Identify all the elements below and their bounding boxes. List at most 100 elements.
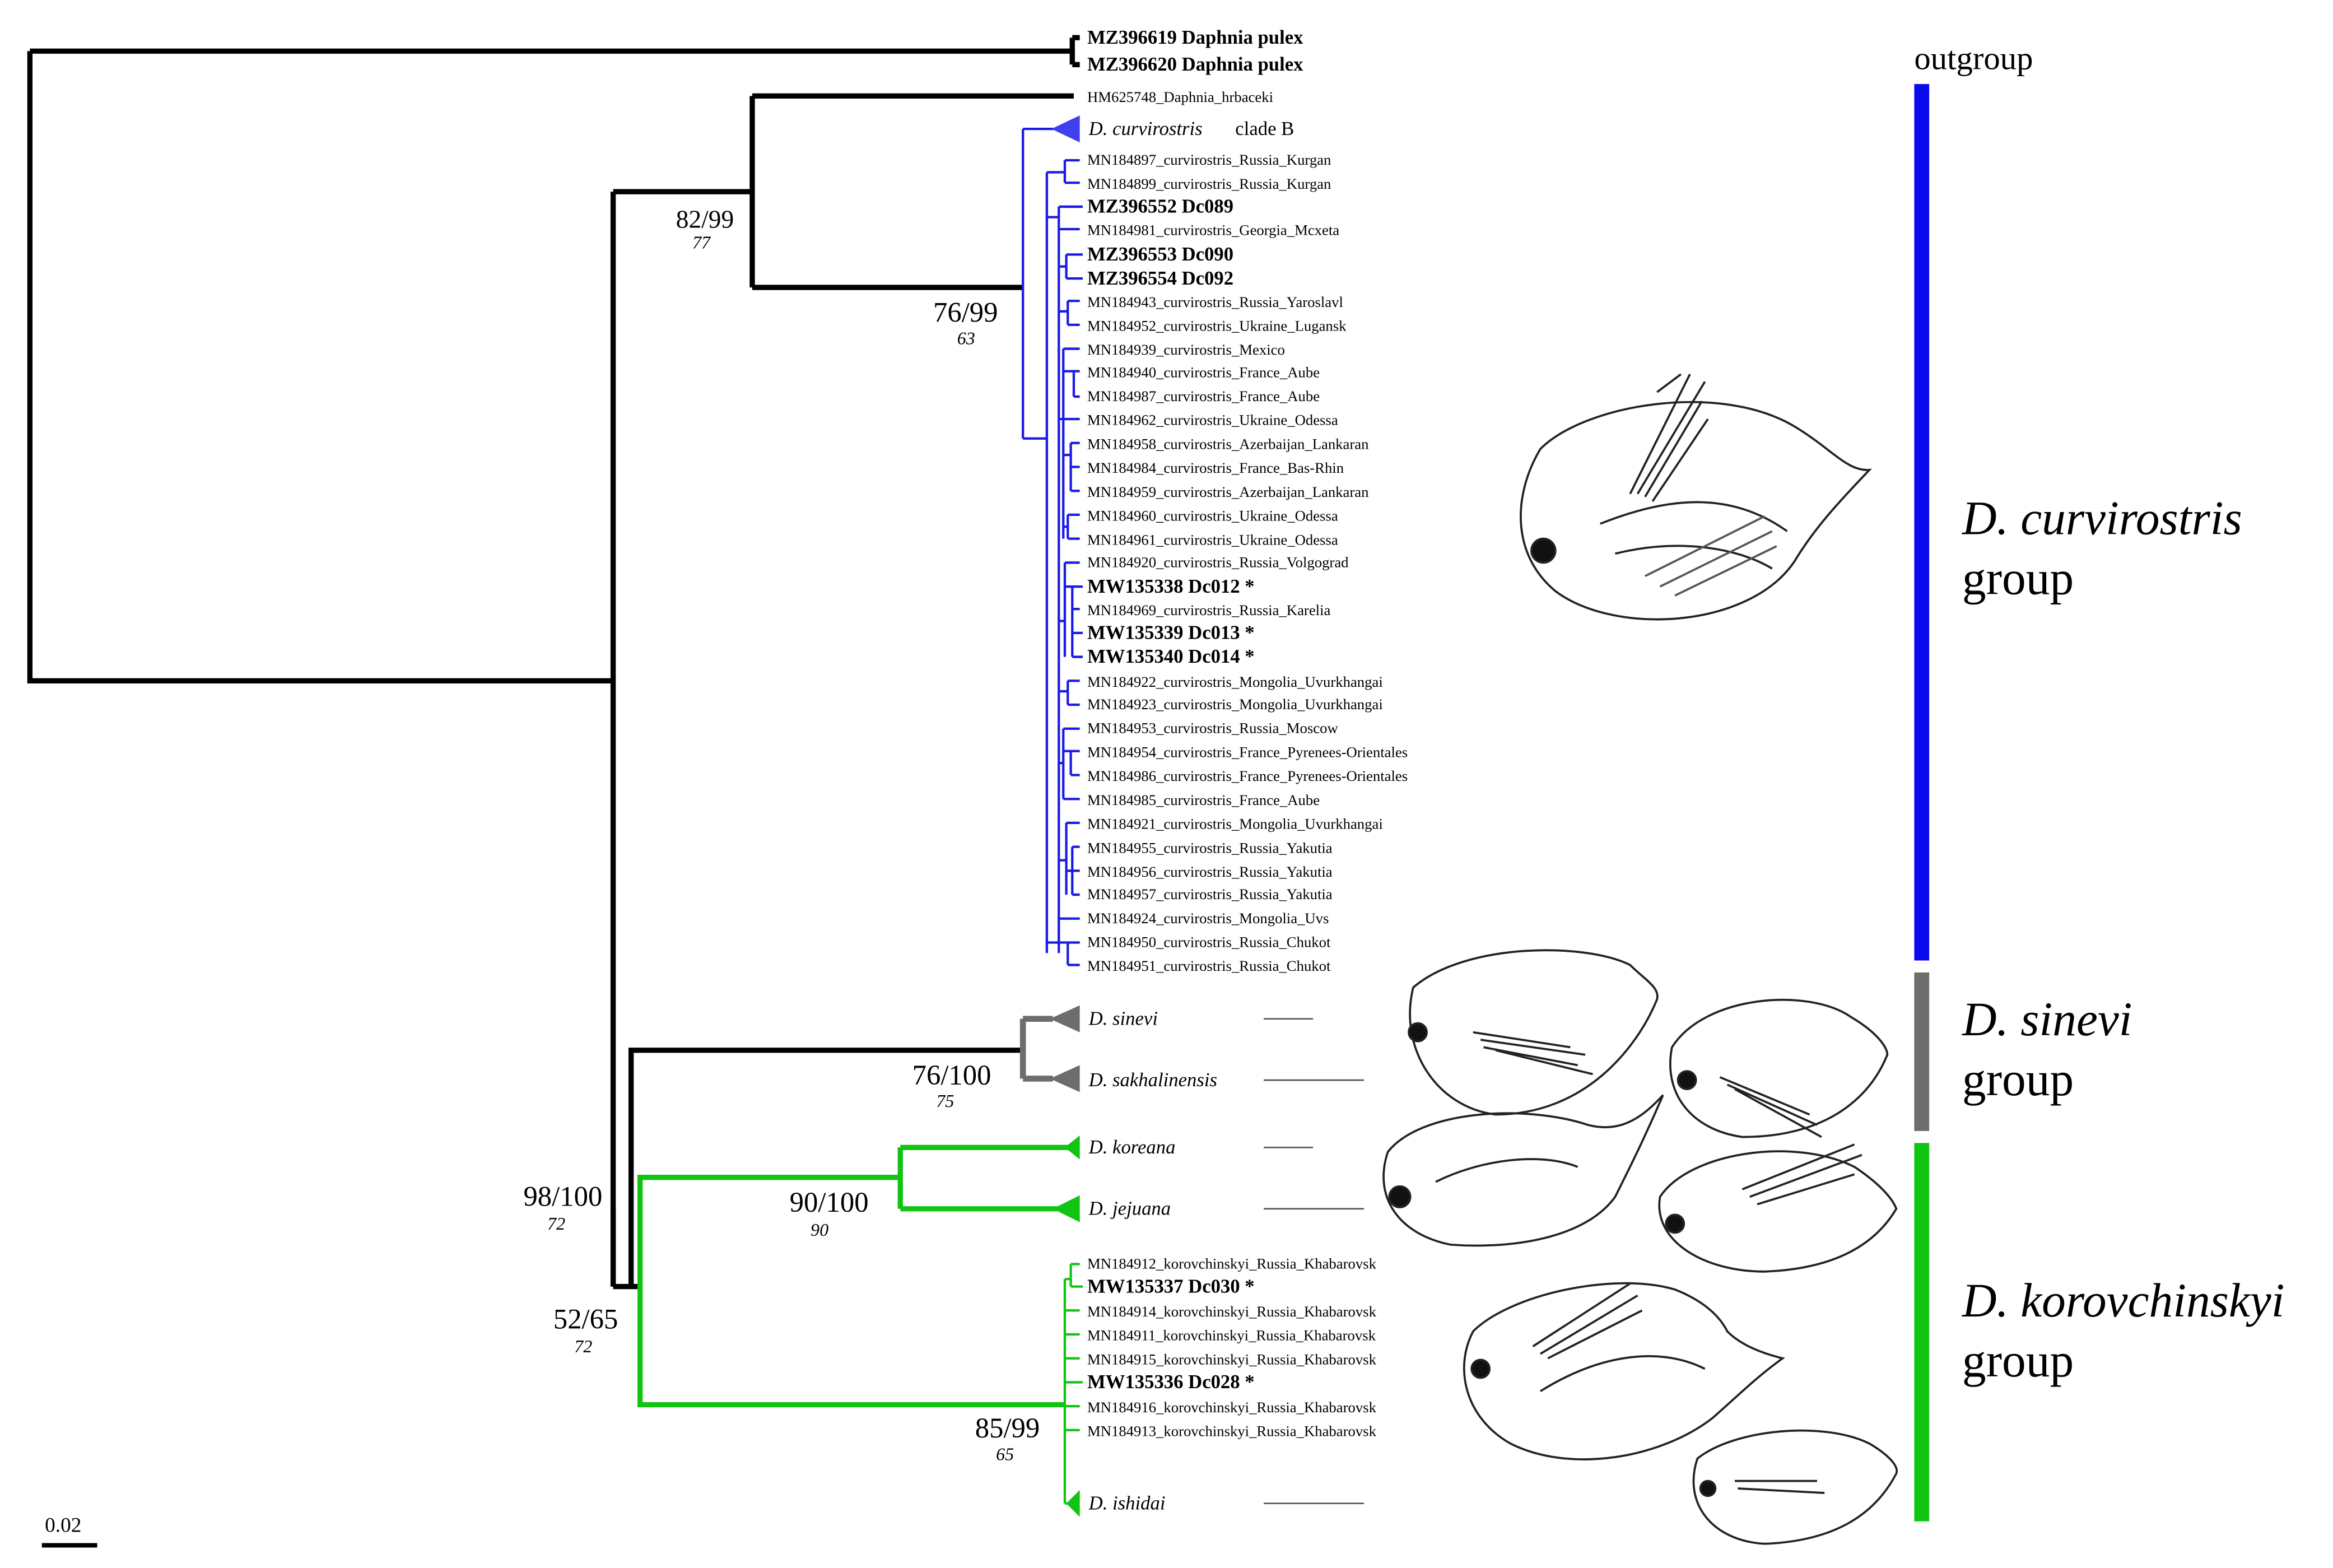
tip-label: MN184952_curvirostris_Ukraine_Lugansk (1087, 318, 1347, 334)
curv-europe (1059, 727, 1080, 801)
curvirostris-clade-branches (1022, 127, 1083, 966)
tip-label: MN184953_curvirostris_Russia_Moscow (1087, 720, 1338, 737)
illustration-leader-lines (1264, 1018, 1364, 1505)
inner-gut (1600, 501, 1788, 570)
tip-labels: MZ396619 Daphnia pulex MZ396620 Daphnia … (1087, 26, 1408, 1514)
tip-label: MW135338 Dc012 * (1087, 575, 1255, 597)
sinevi-clade-branches (1019, 1016, 1053, 1082)
inner-gut (1435, 1158, 1578, 1183)
daphnia-illustration-koreana (1382, 1094, 1664, 1247)
daphnia-illustration-korovchinskyi (1463, 1282, 1785, 1460)
support-value-secondary: 77 (692, 232, 711, 253)
tip-label: D. curvirostris (1088, 118, 1203, 139)
tip-label: MN184943_curvirostris_Russia_Yaroslavl (1087, 294, 1343, 310)
sinevi-fork (1019, 1016, 1053, 1082)
tip-label: MN184961_curvirostris_Ukraine_Odessa (1087, 531, 1338, 548)
tip-label: MN184951_curvirostris_Russia_Chukot (1087, 957, 1331, 974)
tip-label: MN184914_korovchinskyi_Russia_Khabarovsk (1087, 1303, 1377, 1320)
antenna-bundle (1719, 1076, 1822, 1138)
carapace-outline (1409, 949, 1659, 1116)
daphnia-illustration-jejuana (1658, 1143, 1898, 1273)
tip-label: MN184912_korovchinskyi_Russia_Khabarovsk (1087, 1255, 1377, 1272)
tip-label: MW135336 Dc028 * (1087, 1371, 1255, 1393)
tip-label: D. jejuana (1088, 1197, 1171, 1219)
ingroup-backbone (610, 93, 1074, 1287)
tip-label: MW135337 Dc030 * (1087, 1275, 1255, 1297)
scale-bar: 0.02 (41, 1514, 97, 1548)
legs-shading (1645, 515, 1777, 597)
tip-label: MZ396620 Daphnia pulex (1087, 53, 1303, 75)
tip-label: MZ396619 Daphnia pulex (1087, 26, 1303, 48)
support-value-secondary: 75 (936, 1091, 954, 1111)
tip-label: MN184954_curvirostris_France_Pyrenees-Or… (1087, 743, 1408, 760)
support-value: 85/99 (975, 1412, 1040, 1444)
tip-label: D. sakhalinensis (1088, 1069, 1217, 1091)
ishidai-triangle (1066, 1490, 1080, 1517)
tip-label: MZ396553 Dc090 (1087, 243, 1233, 265)
curv-kurgan (1046, 159, 1080, 184)
backbone-branches (27, 35, 1080, 1290)
support-value: 76/100 (912, 1059, 991, 1091)
korovchinskyi-clade-branches (637, 1144, 1074, 1408)
clade-b-triangle (1051, 115, 1080, 143)
group-bar-korovchinskyi (1914, 1143, 1930, 1522)
tip-label: MN184958_curvirostris_Azerbaijan_Lankara… (1087, 435, 1368, 452)
support-value-secondary: 63 (957, 328, 975, 348)
support-value: 52/65 (553, 1303, 618, 1334)
curv-yar-lug (1059, 299, 1080, 326)
eye (1470, 1358, 1491, 1379)
daphnia-illustration-curvirostris (1520, 373, 1872, 621)
tip-label: MN184950_curvirostris_Russia_Chukot (1087, 934, 1331, 951)
group-bar-curvirostris (1914, 84, 1930, 961)
tip-label: MN184985_curvirostris_France_Aube (1087, 792, 1320, 808)
tip-label: MN184921_curvirostris_Mongolia_Uvurkhang… (1087, 816, 1383, 832)
tip-label: MN184899_curvirostris_Russia_Kurgan (1087, 175, 1331, 192)
support-values: 82/99 77 76/99 63 76/100 75 98/100 72 90… (523, 205, 1040, 1464)
tip-label: MN184955_curvirostris_Russia_Yakutia (1087, 839, 1333, 856)
antenna-bundle (1473, 1031, 1593, 1076)
group-label-italic: D. sinevi (1962, 993, 2132, 1046)
korov-vertical (1063, 1263, 1083, 1504)
eye (1677, 1070, 1697, 1091)
eye (1388, 1185, 1412, 1208)
support-value: 98/100 (523, 1180, 602, 1212)
tip-label: MN184940_curvirostris_France_Aube (1087, 364, 1320, 380)
eye (1408, 1022, 1428, 1043)
curv-dc-block (1059, 561, 1083, 658)
curv-mexico-block (1059, 347, 1080, 540)
tip-label: MN184924_curvirostris_Mongolia_Uvs (1087, 910, 1329, 927)
group-label-italic: D. korovchinskyi (1962, 1274, 2285, 1327)
tip-label: MN184981_curvirostris_Georgia_Mcxeta (1087, 222, 1339, 239)
support-value: 76/99 (933, 297, 998, 328)
curv-mongolia (1059, 680, 1080, 706)
tip-label: MN184897_curvirostris_Russia_Kurgan (1087, 151, 1331, 168)
carapace-outline (1669, 998, 1889, 1138)
curv-dc090 (1059, 253, 1083, 280)
korov-rows (1064, 1309, 1083, 1505)
group-label: group (1962, 552, 2074, 604)
inner-gut (1539, 1355, 1706, 1393)
tip-label: MW135339 Dc013 * (1087, 622, 1255, 644)
support-value: 82/99 (676, 205, 734, 233)
curv-yakutia (1059, 821, 1080, 896)
carapace-outline (1382, 1094, 1664, 1247)
tip-label: D. sinevi (1088, 1007, 1158, 1029)
curv-uvs-chukot (1046, 917, 1080, 966)
tip-label: MN184987_curvirostris_France_Aube (1087, 388, 1320, 404)
jejuana-triangle (1053, 1195, 1080, 1222)
tip-label: MN184911_korovchinskyi_Russia_Khabarovsk (1087, 1327, 1376, 1344)
root-branch (27, 51, 613, 683)
outgroup-pair-branch (1069, 35, 1080, 67)
tip-label: MN184916_korovchinskyi_Russia_Khabarovsk (1087, 1399, 1377, 1416)
daphnia-illustration-sakhalinensis (1669, 998, 1889, 1138)
carapace-outline (1692, 1429, 1898, 1545)
support-value-secondary: 72 (574, 1336, 592, 1356)
antenna-bundle (1735, 1479, 1825, 1494)
group-bar-sinevi (1914, 972, 1930, 1131)
group-labels: outgroup D. curvirostris group D. sinevi… (1914, 40, 2284, 1386)
group-label-italic: D. curvirostris (1962, 492, 2242, 545)
antenna-bundle (1741, 1143, 1862, 1206)
eye (1699, 1479, 1717, 1497)
daphnia-illustration-ishidai (1692, 1429, 1898, 1545)
tip-label: MN184962_curvirostris_Ukraine_Odessa (1087, 412, 1338, 429)
